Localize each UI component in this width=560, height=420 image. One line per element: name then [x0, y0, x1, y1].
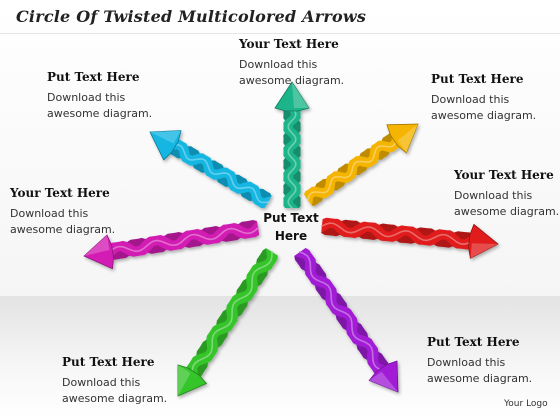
text-block-right: Your Text Here Download this awesome dia…: [454, 168, 560, 220]
purple-arrow-highlight: [299, 251, 384, 372]
logo-text: Your Logo: [504, 399, 548, 409]
block-heading: Your Text Here: [454, 168, 554, 182]
red-arrow-highlight: [321, 222, 473, 246]
center-label: Put Text Here: [263, 211, 319, 243]
teal-arrow-head-facet: [292, 82, 309, 108]
text-block-left: Your Text Here Download this awesome dia…: [10, 186, 130, 238]
block-heading: Put Text Here: [62, 355, 155, 369]
title-divider: [0, 33, 560, 34]
block-body: Download this awesome diagram.: [239, 58, 345, 87]
block-heading: Your Text Here: [239, 37, 339, 51]
block-heading: Put Text Here: [431, 72, 524, 86]
green-arrow-head-facet: [178, 364, 191, 396]
page-title: Circle Of Twisted Multicolored Arrows: [16, 7, 367, 26]
text-block-lower-left: Put Text Here Download this awesome diag…: [62, 355, 182, 407]
cyan-arrow-head-facet: [150, 130, 181, 144]
cyan-arrow: [149, 130, 272, 208]
purple-arrow-head-facet: [369, 371, 398, 392]
text-block-upper-right: Put Text Here Download this awesome diag…: [431, 72, 551, 124]
teal-arrow: [274, 81, 310, 209]
yellow-arrow-head-facet: [397, 124, 418, 153]
magenta-arrow-highlight: [108, 227, 259, 253]
block-body: Download this awesome diagram.: [431, 93, 537, 122]
background-floor: [0, 296, 560, 420]
block-heading: Your Text Here: [10, 186, 110, 200]
block-body: Download this awesome diagram.: [10, 207, 116, 236]
block-body: Download this awesome diagram.: [454, 189, 560, 218]
yellow-arrow-highlight: [307, 138, 398, 201]
yellow-arrow: [304, 123, 419, 206]
block-heading: Put Text Here: [427, 335, 520, 349]
block-body: Download this awesome diagram.: [47, 91, 153, 120]
red-arrow: [321, 217, 499, 259]
cyan-arrow-highlight: [171, 143, 269, 204]
green-arrow: [177, 248, 278, 397]
text-block-lower-right: Put Text Here Download this awesome diag…: [427, 335, 547, 387]
block-body: Download this awesome diagram.: [427, 356, 533, 385]
magenta-arrow-head-facet: [84, 235, 110, 256]
block-body: Download this awesome diagram.: [62, 376, 168, 405]
text-block-upper-left: Put Text Here Download this awesome diag…: [47, 70, 167, 122]
purple-arrow: [294, 248, 399, 393]
red-arrow-head-facet: [470, 243, 498, 259]
magenta-arrow: [83, 220, 260, 270]
green-arrow-highlight: [191, 251, 273, 376]
teal-arrow-highlight: [287, 107, 297, 209]
text-block-top: Your Text Here Download this awesome dia…: [239, 37, 359, 89]
block-heading: Put Text Here: [47, 70, 140, 84]
